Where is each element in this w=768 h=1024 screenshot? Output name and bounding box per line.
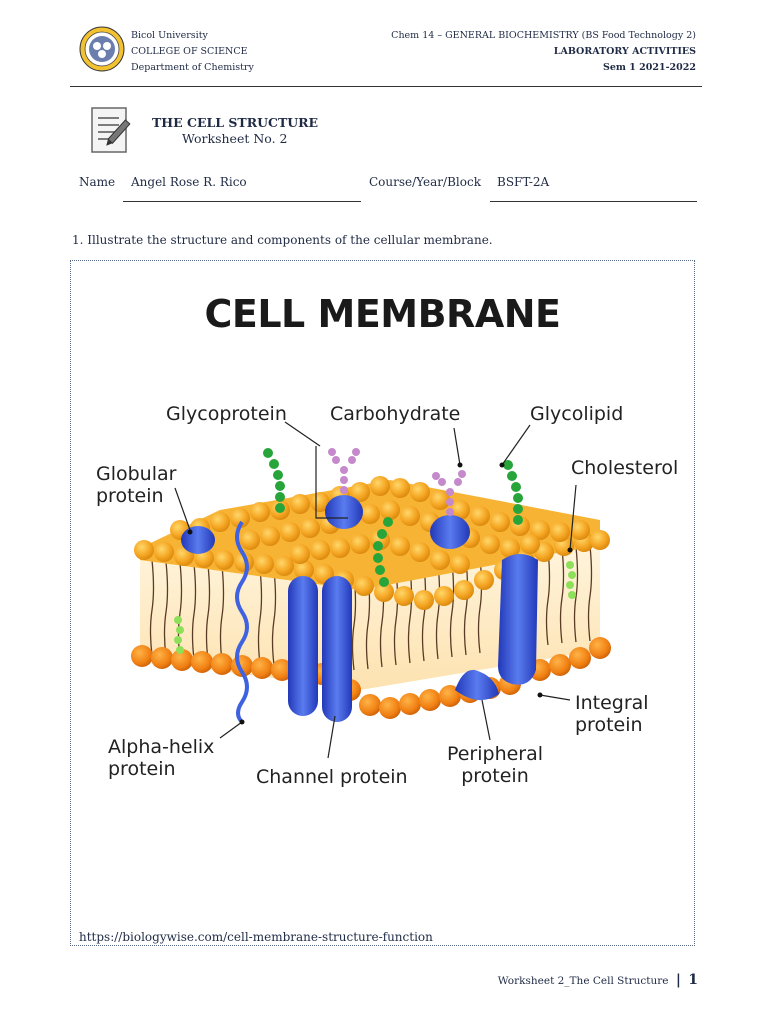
peripheral-protein xyxy=(455,669,499,701)
footer-text: Worksheet 2_The Cell Structure xyxy=(497,975,669,987)
activity-type: LABORATORY ACTIVITIES xyxy=(553,46,696,57)
worksheet-number: Worksheet No. 2 xyxy=(182,131,288,146)
page-footer: Worksheet 2_The Cell Structure | 1 xyxy=(498,972,698,988)
name-value: Angel Rose R. Rico xyxy=(131,175,247,189)
cholesterol xyxy=(174,561,576,654)
source-link[interactable]: https://biologywise.com/cell-membrane-st… xyxy=(79,930,433,944)
name-underline xyxy=(123,201,361,202)
name-label: Name xyxy=(79,175,116,189)
footer-separator: | xyxy=(675,972,681,988)
label-alpha-helix-protein: Alpha-helix protein xyxy=(108,736,215,780)
integral-protein xyxy=(498,554,538,685)
university-seal xyxy=(79,26,125,72)
course-underline xyxy=(490,201,697,202)
globular-protein xyxy=(181,526,215,554)
label-peripheral-protein: Peripheral protein xyxy=(446,743,544,787)
figure-title: CELL MEMBRANE xyxy=(204,292,561,336)
header-rule xyxy=(70,86,702,87)
alpha-helix-protein xyxy=(235,520,249,724)
course-value: BSFT-2A xyxy=(497,175,550,189)
question-1: 1. Illustrate the structure and componen… xyxy=(72,233,493,247)
department-name: Department of Chemistry xyxy=(131,62,254,73)
globular-protein-2 xyxy=(430,515,470,549)
course-name: Chem 14 – GENERAL BIOCHEMISTRY (BS Food … xyxy=(391,30,696,41)
label-integral-protein: Integral protein xyxy=(575,692,649,736)
glycolipid-chain-2 xyxy=(263,448,285,513)
label-carbohydrate: Carbohydrate xyxy=(330,403,461,425)
worksheet-title: THE CELL STRUCTURE xyxy=(152,115,319,130)
glycolipid-chain xyxy=(503,460,523,525)
college-name: COLLEGE OF SCIENCE xyxy=(131,46,248,57)
lipid-tails xyxy=(149,545,593,671)
glycoprotein-chain xyxy=(328,448,360,494)
figure-frame xyxy=(70,260,695,946)
label-leader-lines xyxy=(174,421,577,759)
glycolipid-chain-3 xyxy=(373,517,393,587)
channel-protein-right xyxy=(322,576,352,722)
channel-protein-left xyxy=(288,576,318,716)
label-globular-protein: Globular protein xyxy=(96,463,177,507)
label-cholesterol: Cholesterol xyxy=(571,457,679,479)
semester: Sem 1 2021-2022 xyxy=(602,62,696,73)
label-leader-dots xyxy=(187,462,573,725)
worksheet-icon xyxy=(89,105,135,155)
page-number: 1 xyxy=(688,972,698,988)
carbohydrate-chain xyxy=(432,470,466,516)
glycoprotein xyxy=(325,495,363,529)
label-glycoprotein: Glycoprotein xyxy=(166,403,287,425)
header-institution: Bicol University COLLEGE OF SCIENCE Depa… xyxy=(131,28,254,76)
course-label: Course/Year/Block xyxy=(369,175,481,189)
label-glycolipid: Glycolipid xyxy=(530,403,624,425)
header-course: Chem 14 – GENERAL BIOCHEMISTRY (BS Food … xyxy=(391,28,696,76)
university-name: Bicol University xyxy=(131,30,208,41)
label-channel-protein: Channel protein xyxy=(256,766,408,788)
cell-membrane-illustration xyxy=(131,421,611,759)
